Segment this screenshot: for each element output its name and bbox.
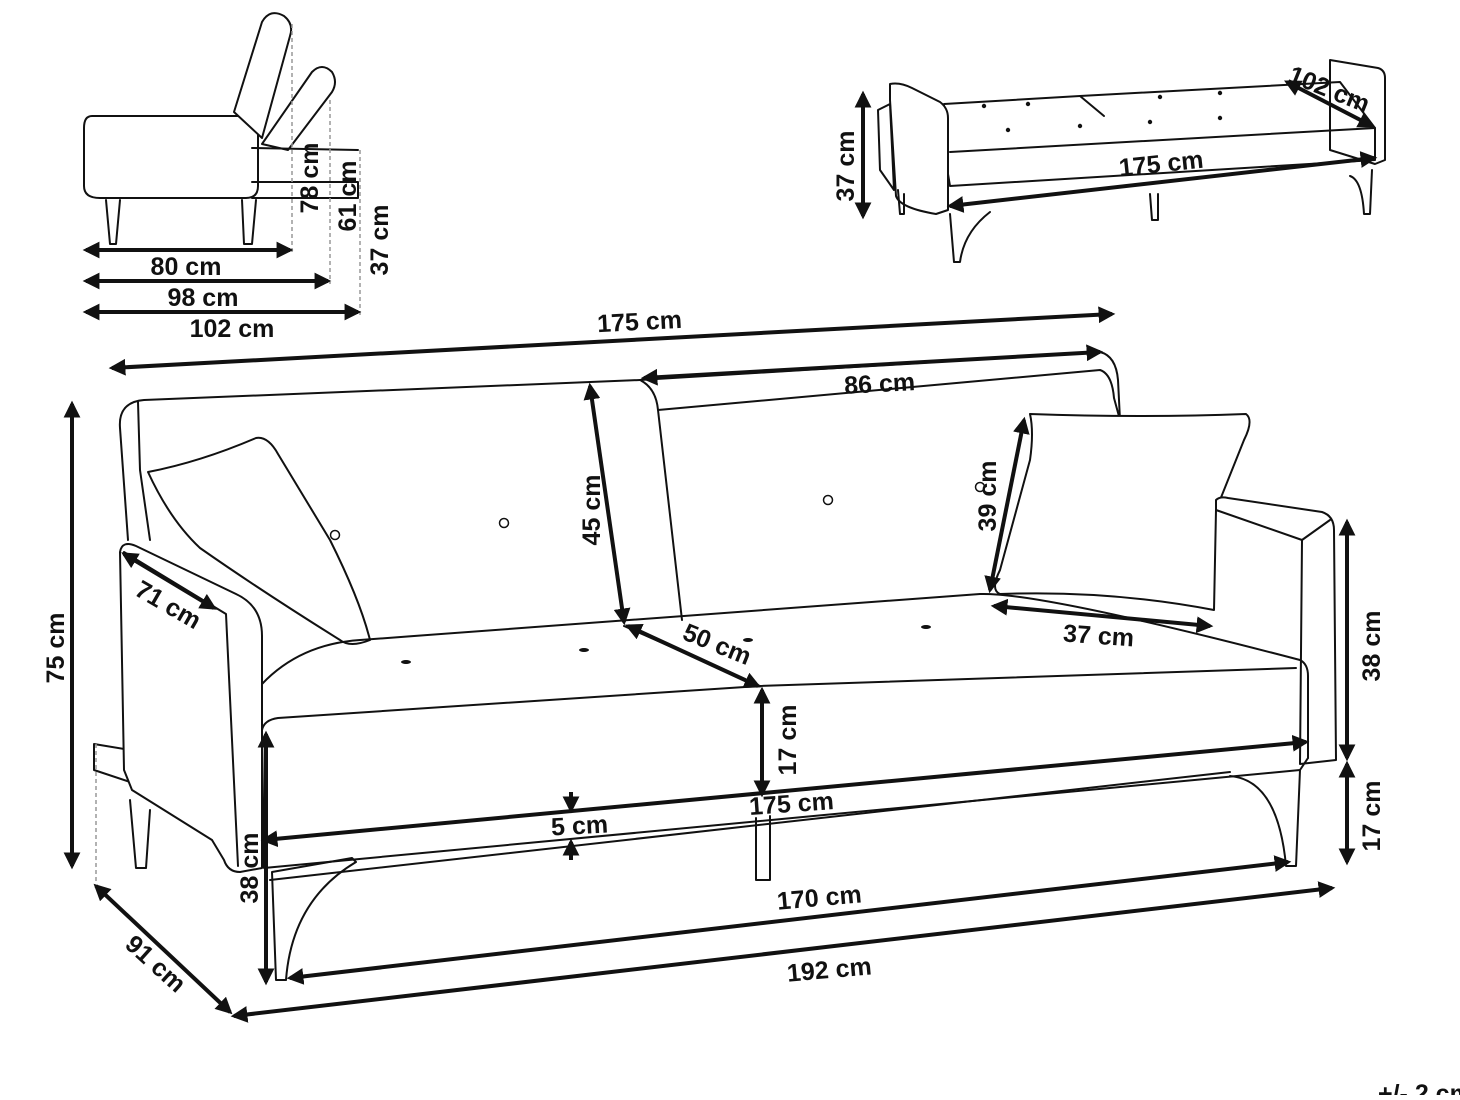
side-leg-front [105,199,121,245]
side-back-reclined [261,66,336,151]
dim-total-width [230,881,1336,1023]
seat-thickness-label: 17 cm [774,705,802,776]
dim-armrest-depth [121,552,217,610]
side-depth-80-label: 80 cm [151,253,222,281]
side-height-78-label: 78 cm [296,143,324,214]
leg-height-label: 17 cm [1358,781,1386,852]
arm-height-label: 38 cm [1358,611,1386,682]
side-back-upright [233,12,293,139]
dim-cushion-width [990,598,1214,634]
total-width-label: 192 cm [786,952,873,987]
side-view: 80 cm 98 cm 102 cm 78 cm 61 cm 37 cm [82,12,394,343]
dim-backrest-height [583,382,631,626]
dim-seat-width [260,734,1310,848]
dim-cushion-height [984,416,1030,594]
bed-height-label: 37 cm [832,131,860,202]
leg-front-right [1229,769,1301,867]
bed-view: 175 cm 102 cm 37 cm [832,59,1386,263]
bed-left-arm [889,82,949,215]
dim-seat-depth [624,624,762,688]
dim-top-width [108,306,1116,376]
cushion-width-label: 37 cm [1062,620,1135,653]
side-depth-102-label: 102 cm [190,315,275,343]
cushion-height-label: 39 cm [974,461,1002,532]
side-height-61-label: 61 cm [334,161,362,232]
gap-label: 5 cm [550,811,608,842]
backrest-height-label: 45 cm [578,475,606,546]
dim-backrest-width [640,344,1104,386]
seat-height-label: 38 cm [236,833,264,904]
armrest-right [1215,496,1337,765]
backrest-width-label: 86 cm [843,368,915,400]
dim-total-depth [93,883,233,1015]
leg-left-back [129,799,151,869]
leg-front-left [271,857,357,981]
pillow-right [994,413,1251,611]
side-seat-outline [83,115,259,199]
side-height-37-label: 37 cm [366,205,394,276]
total-height-label: 75 cm [42,613,70,684]
main-view: 175 cm 86 cm 45 cm 39 cm 37 cm 71 cm 50 … [42,306,1386,1023]
tolerance-note: +/- 2 cm [1378,1080,1460,1095]
base-width-label: 170 cm [776,880,863,915]
seat-depth-label: 50 cm [679,618,755,671]
seat-width-label: 175 cm [748,787,835,821]
side-leg-back [241,199,257,245]
top-width-label: 175 cm [597,306,683,338]
side-depth-98-label: 98 cm [168,284,239,312]
